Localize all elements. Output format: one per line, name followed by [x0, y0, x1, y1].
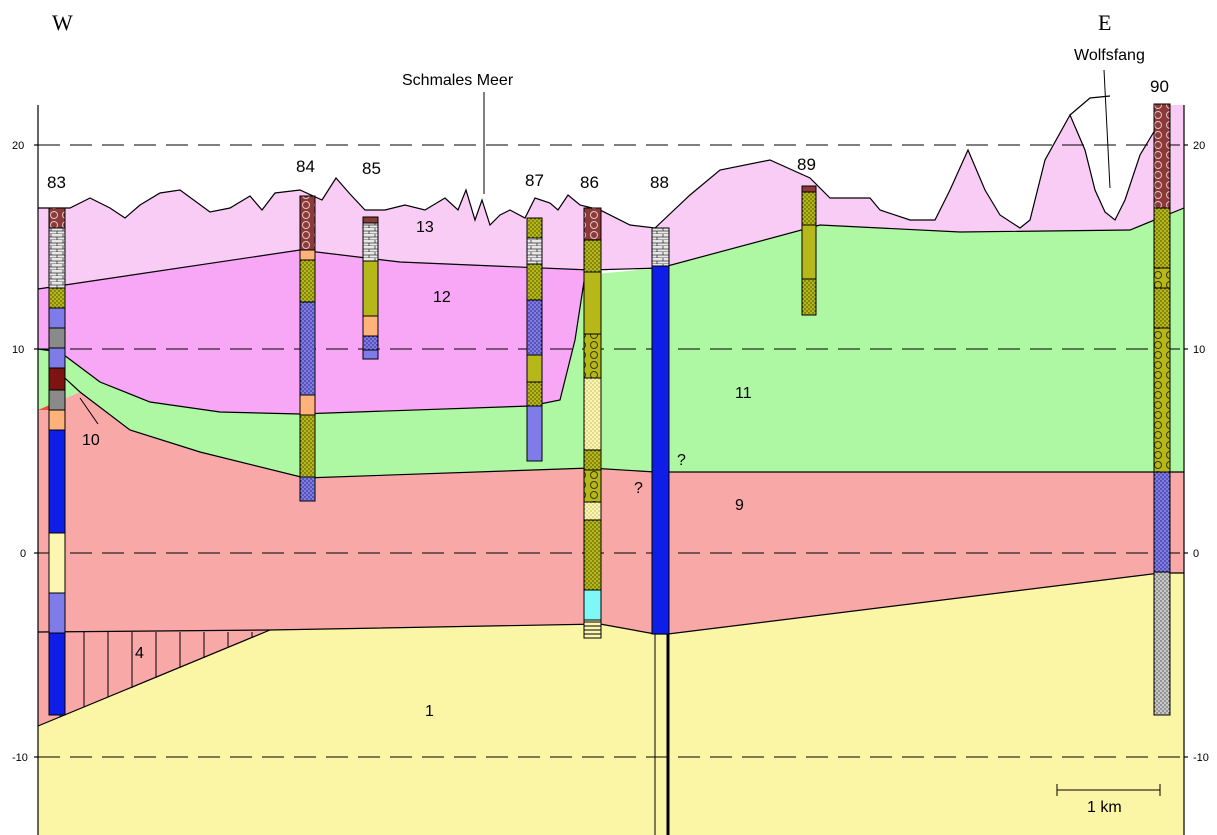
unit-9-area — [38, 392, 1184, 634]
place-label-schmales-meer: Schmales Meer — [402, 72, 514, 89]
tick-label-right: 0 — [1193, 548, 1199, 560]
borehole-label: 85 — [362, 159, 381, 178]
borehole-89 — [801, 185, 817, 316]
unit-boundaries — [37, 95, 1185, 727]
uncertain-boundary-mark: ? — [634, 480, 643, 497]
scale-bar-label: 1 km — [1087, 799, 1122, 816]
unit-label-13: 13 — [416, 219, 434, 236]
tick-label-right: 10 — [1193, 344, 1205, 356]
unit-label-10: 10 — [82, 432, 100, 449]
borehole-88 — [651, 227, 670, 835]
borehole-84 — [299, 195, 316, 502]
pointer-line — [1103, 69, 1111, 189]
scale-bar — [1056, 784, 1161, 796]
tick-label-left: 10 — [12, 344, 24, 356]
borehole-label: 87 — [525, 171, 544, 190]
unit-label-1: 1 — [425, 703, 434, 720]
pointer-line — [79, 397, 99, 425]
place-label-wolfsfang: Wolfsfang — [1074, 47, 1145, 64]
unit-label-12: 12 — [433, 289, 451, 306]
borehole-label: 88 — [650, 173, 669, 192]
borehole-label: 89 — [797, 155, 816, 174]
borehole-90 — [1153, 103, 1171, 716]
borehole-87 — [526, 217, 543, 462]
borehole-label: 90 — [1150, 77, 1169, 96]
tick-label-right: -10 — [1193, 752, 1209, 764]
direction-east-label: E — [1098, 10, 1111, 35]
tick-label-right: 20 — [1193, 140, 1205, 152]
borehole-86 — [583, 207, 602, 639]
borehole-label: 86 — [580, 173, 599, 192]
axes — [34, 105, 1188, 835]
tick-label-left: -10 — [12, 752, 28, 764]
borehole-label: 83 — [47, 173, 66, 192]
borehole-85 — [362, 216, 379, 360]
borehole-label: 84 — [296, 157, 315, 176]
tick-label-left: 20 — [12, 140, 24, 152]
tick-label-left: 0 — [20, 548, 26, 560]
unit-13-area — [38, 105, 1184, 289]
uncertain-boundary-mark: ? — [677, 452, 686, 469]
unit-label-4: 4 — [135, 645, 144, 662]
geological-units — [38, 105, 1184, 835]
borehole-83 — [48, 207, 66, 716]
unit-label-9: 9 — [735, 497, 744, 514]
direction-west-label: W — [52, 10, 73, 35]
unit-label-11: 11 — [735, 385, 752, 402]
unit-11-area — [38, 208, 1184, 478]
